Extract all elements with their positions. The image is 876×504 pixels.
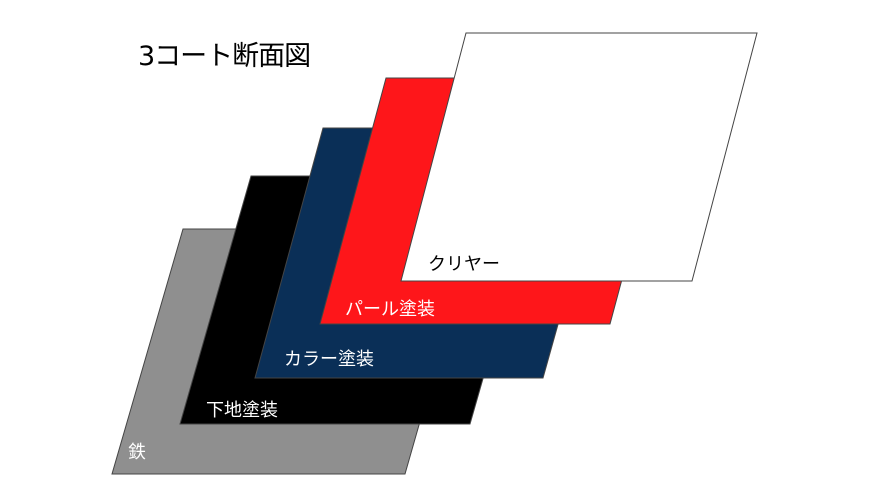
- label-clear-coat: クリヤー: [428, 254, 500, 275]
- diagram-title: 3コート断面図: [138, 41, 311, 72]
- label-pearl-coat: パール塗装: [345, 299, 435, 320]
- label-color-coat: カラー塗装: [284, 349, 374, 370]
- label-primer: 下地塗装: [206, 400, 278, 421]
- layer-clear-coat: [400, 32, 758, 282]
- label-iron: 鉄: [128, 442, 146, 463]
